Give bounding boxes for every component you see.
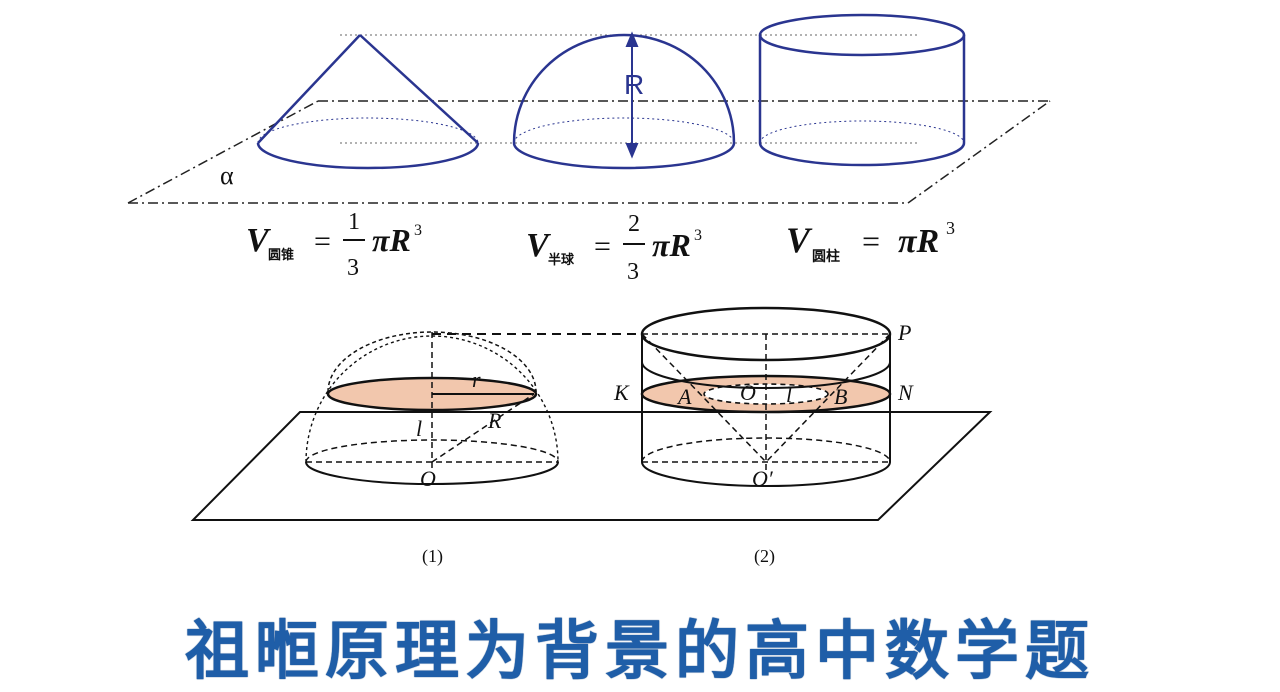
svg-text:πR: πR	[652, 227, 691, 263]
svg-text:圆锥: 圆锥	[268, 247, 294, 263]
plane-label-alpha: α	[220, 161, 234, 190]
radius-arrow	[625, 31, 639, 159]
caption-1: (1)	[422, 546, 443, 567]
label-O1: O	[740, 380, 756, 405]
caption-2: (2)	[754, 546, 775, 567]
radius-label-R: R	[624, 69, 644, 100]
formula-cylinder: V 圆柱 = πR 3	[786, 218, 955, 265]
svg-text:V: V	[526, 227, 551, 264]
cylinder-figure	[758, 13, 966, 167]
svg-text:πR: πR	[898, 223, 939, 260]
svg-text:半球: 半球	[548, 252, 575, 268]
title-banner: 祖暅原理为背景的高中数学题	[185, 615, 1095, 689]
label-O2: O′	[752, 466, 774, 491]
formula-hemisphere: V 半球 = 2 3 πR 3	[526, 211, 702, 285]
svg-text:3: 3	[694, 227, 702, 244]
label-K: K	[613, 380, 630, 405]
label-O-left: O	[420, 466, 436, 491]
label-l-right: l	[786, 382, 792, 407]
label-A: A	[676, 384, 692, 409]
svg-text:2: 2	[628, 211, 640, 237]
svg-text:=: =	[862, 223, 880, 259]
svg-text:1: 1	[348, 209, 360, 235]
svg-text:3: 3	[627, 259, 639, 285]
label-l-left: l	[416, 416, 422, 441]
svg-text:V: V	[246, 222, 271, 259]
hemisphere-figure	[512, 33, 736, 170]
label-P: P	[897, 320, 911, 345]
cone-figure	[256, 34, 480, 170]
label-R: R	[487, 408, 502, 433]
label-N: N	[897, 380, 914, 405]
plane-alpha	[127, 100, 1051, 204]
label-r: r	[472, 367, 481, 392]
formula-cone: V 圆锥 = 1 3 πR 3	[246, 209, 422, 281]
base-plane	[190, 411, 993, 521]
svg-text:V: V	[786, 220, 813, 260]
svg-text:=: =	[314, 225, 331, 258]
svg-text:圆柱: 圆柱	[812, 248, 840, 265]
figure-2-cylinder	[640, 306, 892, 487]
svg-text:3: 3	[946, 218, 955, 238]
svg-text:3: 3	[414, 222, 422, 239]
svg-text:=: =	[594, 230, 611, 263]
figure-1-hemisphere	[305, 331, 559, 485]
svg-text:3: 3	[347, 255, 359, 281]
svg-text:πR: πR	[372, 222, 411, 258]
label-B: B	[834, 384, 847, 409]
